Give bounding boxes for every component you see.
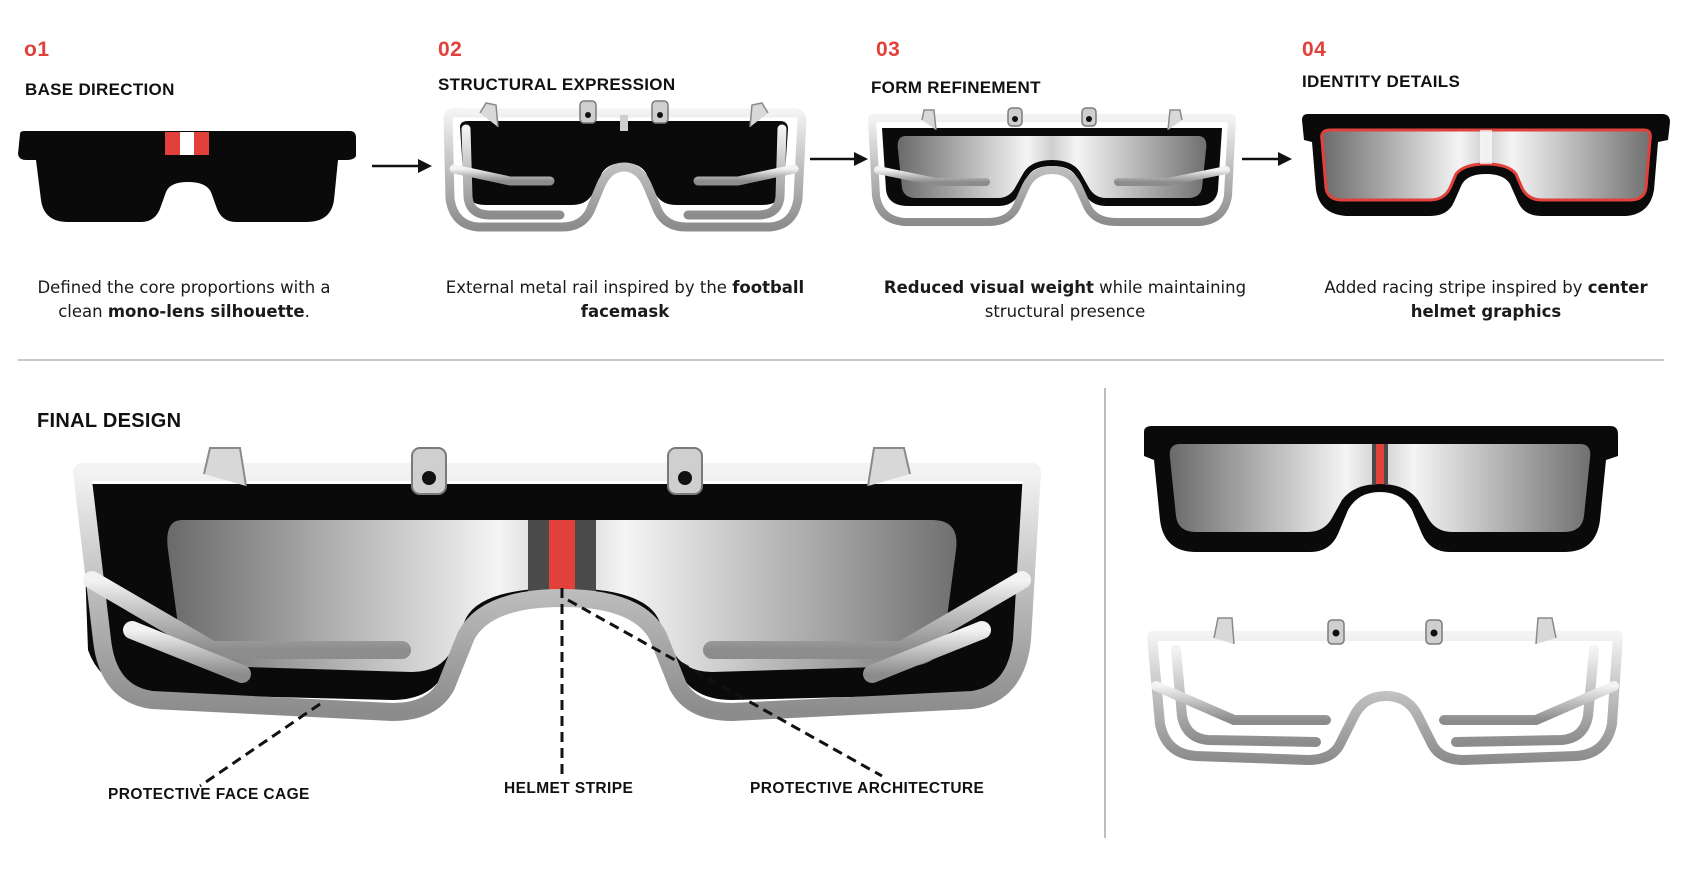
section-divider (18, 359, 1664, 361)
step-number: 04 (1302, 38, 1327, 61)
identity-details-glasses (1302, 114, 1670, 216)
arrow-right-icon (372, 159, 432, 173)
caption-text: External metal rail inspired by the (445, 278, 733, 297)
callout-face-cage: PROTECTIVE FACE CAGE (108, 786, 310, 803)
arrow-right-icon (810, 152, 868, 166)
caption-emphasis: Reduced visual weight (883, 278, 1094, 297)
caption-emphasis: football facemask (580, 278, 805, 321)
final-design-glasses (73, 447, 1041, 788)
step-caption: Reduced visual weight while maintaining … (880, 276, 1250, 324)
arrow-right-icon (1242, 152, 1292, 166)
caption-text: Defined the core proportions with a clea… (37, 278, 331, 321)
callout-architecture: PROTECTIVE ARCHITECTURE (750, 780, 985, 797)
structural-expression-glasses (443, 100, 807, 232)
caption-text: . (304, 302, 310, 321)
caption-text: Added racing stripe inspired by (1324, 278, 1588, 297)
step-caption: Defined the core proportions with a clea… (18, 276, 350, 324)
callout-helmet-stripe: HELMET STRIPE (504, 780, 634, 797)
step-number: o1 (24, 38, 50, 61)
step-caption: External metal rail inspired by the foot… (440, 276, 810, 324)
metal-cage-view (1147, 617, 1623, 765)
vertical-divider (1104, 388, 1106, 838)
caption-emphasis: center helmet graphics (1410, 278, 1648, 321)
step-title: STRUCTURAL EXPRESSION (438, 75, 676, 94)
frame-lens-view (1144, 426, 1618, 552)
base-direction-glasses (18, 131, 356, 222)
final-design-title: FINAL DESIGN (37, 410, 182, 432)
step-title: BASE DIRECTION (25, 80, 175, 99)
step-title: FORM REFINEMENT (871, 78, 1041, 97)
step-title: IDENTITY DETAILS (1302, 72, 1461, 91)
step-number: 02 (438, 38, 463, 61)
step-number: 03 (876, 38, 901, 61)
form-refinement-glasses (868, 107, 1236, 226)
caption-emphasis: mono-lens silhouette (107, 302, 305, 321)
caption-text: while maintaining structural presence (984, 278, 1247, 321)
step-caption: Added racing stripe inspired by center h… (1290, 276, 1682, 324)
